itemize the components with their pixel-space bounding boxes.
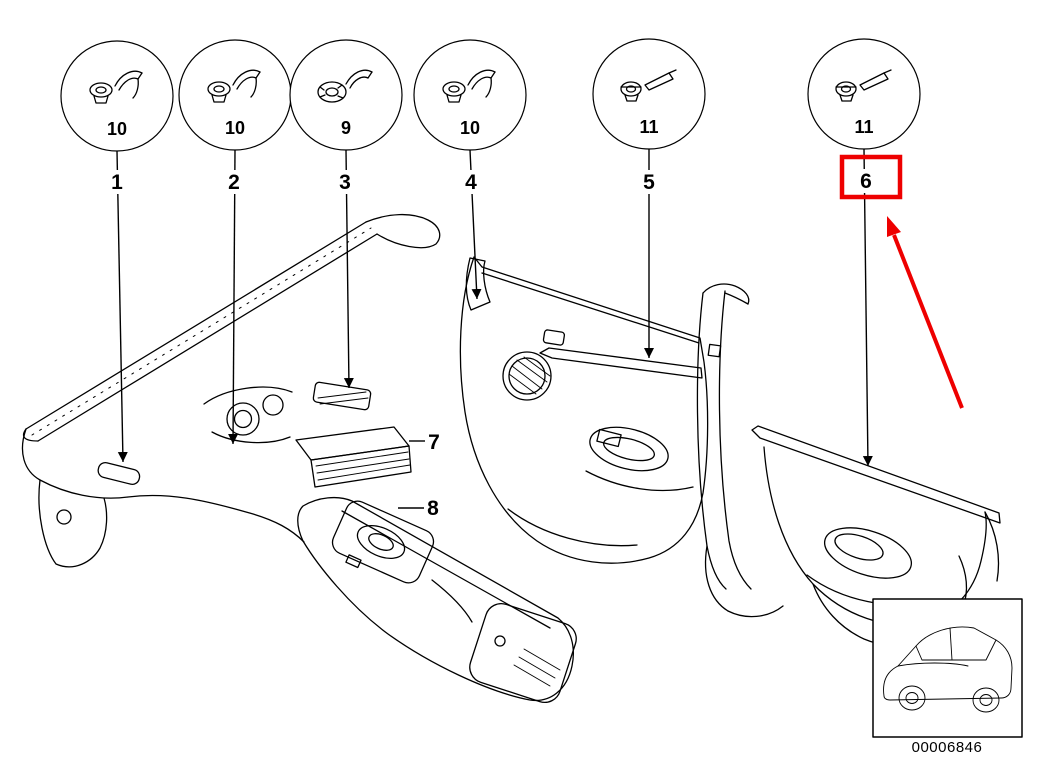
- tweeter-cover: [542, 329, 566, 346]
- leader-line-1: [116, 150, 128, 463]
- shift-boot: [356, 525, 406, 559]
- callout-number[interactable]: 2: [228, 171, 240, 194]
- dashboard-drawing: [21, 213, 441, 568]
- rear-door-trim-strip-part6: [751, 425, 1001, 524]
- dash-trim-strip-part7: [295, 426, 412, 488]
- fastener-balloon-5[interactable]: 11 5: [592, 38, 706, 194]
- balloon-part-number: 9: [341, 118, 351, 138]
- callout-number[interactable]: 1: [111, 171, 123, 194]
- balloon-circle[interactable]: [807, 38, 921, 150]
- annotation-arrow-head: [887, 216, 901, 237]
- callout-number[interactable]: 4: [465, 171, 477, 194]
- center-vent: [312, 381, 372, 411]
- callout-number[interactable]: 6: [860, 170, 872, 193]
- balloon-circle[interactable]: [60, 40, 174, 152]
- callout-label-bg: [458, 170, 484, 194]
- callout-label-bg: [104, 170, 130, 194]
- car-thumbnail-box: [872, 598, 1023, 738]
- gauge: [226, 402, 260, 436]
- b-pillar-trim-drawing: [696, 283, 784, 618]
- highlight-box: [839, 154, 903, 200]
- gear-surround: [331, 500, 435, 584]
- exploded-view-drawing: [21, 213, 1023, 738]
- part-label-8[interactable]: 8: [398, 497, 439, 520]
- callout-label-bg: [332, 170, 358, 194]
- annotation-overlay: [839, 154, 964, 409]
- callout-label-bg: [221, 170, 247, 194]
- part-label-number[interactable]: 8: [427, 497, 439, 520]
- diagram-code: 00006846: [912, 739, 983, 756]
- fastener-balloon-6[interactable]: 11 6: [807, 38, 921, 193]
- leader-line-2: [228, 149, 239, 445]
- callout-label-bg: [636, 170, 662, 194]
- fastener-balloon-1[interactable]: 10 1: [60, 40, 174, 194]
- balloon-part-number: 10: [225, 118, 245, 138]
- leader-lines: [116, 148, 873, 467]
- center-console-drawing: [297, 496, 577, 704]
- fastener-balloon-2[interactable]: 10 2: [178, 39, 292, 194]
- car-thumbnail: [872, 598, 1023, 738]
- car-silhouette: [883, 626, 1013, 713]
- fastener-balloon-3[interactable]: 9 3: [289, 39, 403, 194]
- a-pillar-trim-part4: [465, 257, 491, 311]
- rear-door-pull: [824, 527, 912, 579]
- callout-number[interactable]: 5: [643, 171, 655, 194]
- front-door-trim-strip-part5: [539, 347, 703, 379]
- leader-line-6: [862, 148, 873, 467]
- part-label-7[interactable]: 7: [409, 431, 440, 454]
- door-speaker: [502, 351, 552, 401]
- balloon-circle[interactable]: [592, 38, 706, 150]
- lower-dash-trim: [97, 461, 141, 486]
- annotation-arrow-line: [892, 234, 964, 409]
- balloon-part-number: 10: [107, 119, 127, 139]
- rear-console-box: [469, 602, 577, 704]
- balloon-circle[interactable]: [413, 39, 527, 151]
- side-vent: [56, 509, 72, 525]
- balloon-part-number: 11: [854, 117, 873, 137]
- part-label-number[interactable]: 7: [428, 431, 440, 454]
- front-door-panel-drawing: [459, 256, 709, 564]
- fastener-balloon-4[interactable]: 10 4: [413, 39, 527, 194]
- balloon-part-number: 10: [460, 118, 480, 138]
- callout-number[interactable]: 3: [339, 171, 351, 194]
- door-pull: [589, 426, 669, 472]
- callout-label-bg: [853, 169, 879, 193]
- balloon-part-number: 11: [639, 117, 658, 137]
